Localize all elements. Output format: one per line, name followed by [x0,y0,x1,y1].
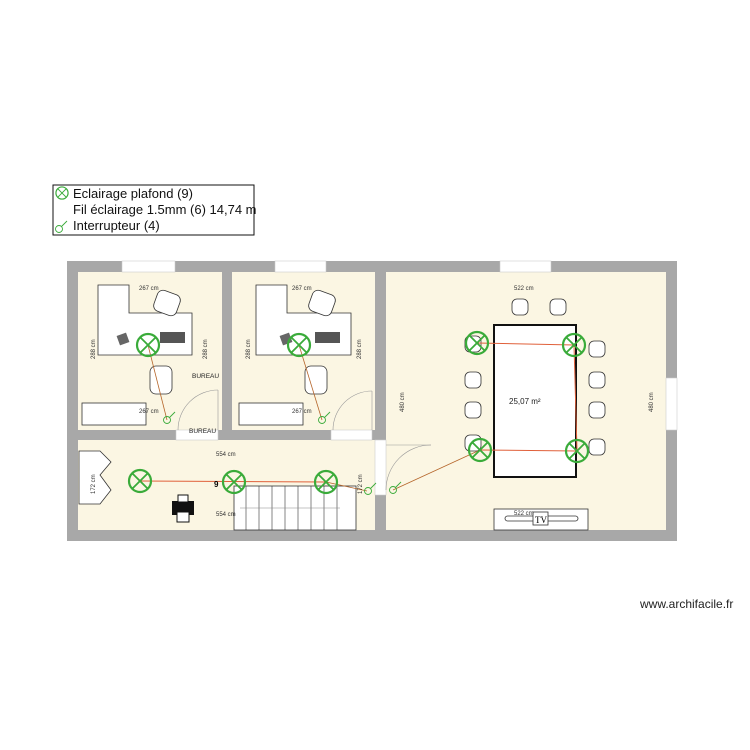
dim-office2-bottom: 267 cm [292,409,312,415]
dim-hall-bottom: 554 cm [216,512,236,518]
dimensions: 267 cm 267 cm 288 cm 288 cm BUREAU BUREA… [91,286,655,518]
door-label-bureau: BUREAU [189,428,216,435]
legend-item-switch: Interrupteur (4) [73,218,160,233]
dim-office1-left: 288 cm [91,339,97,359]
meeting-furniture: TV [464,298,606,531]
doors [177,389,432,491]
wire-count-label: 9 [214,480,219,489]
dim-office1-right: 288 cm [203,339,209,359]
dim-office1-bottom: 267 cm [139,409,159,415]
dim-meeting-right: 480 cm [649,392,655,412]
legend: Eclairage plafond (9) Fil éclairage 1.5m… [52,184,257,236]
dim-office2-left: 288 cm [246,339,252,359]
room-area-label: 25,07 m² [509,397,541,406]
hall-furniture [78,450,357,531]
tv-label: TV [535,515,547,525]
dim-office2-right: 288 cm [357,339,363,359]
watermark-credit: www.archifacile.fr [640,597,734,611]
dim-meeting-left: 480 cm [400,392,406,412]
dim-office1-top: 267 cm [139,286,159,292]
dim-meeting-bottom: 522 cm [514,511,534,517]
windows [121,260,678,496]
dim-meeting-top: 522 cm [514,286,534,292]
printer-icon [172,494,194,523]
legend-item-wire: Fil éclairage 1.5mm (6) 14,74 m [73,202,257,217]
dim-hall-right: 172 cm [358,474,364,494]
lighting-wires [139,342,578,492]
dim-office2-top: 267 cm [292,286,312,292]
office-2-furniture [238,284,352,426]
legend-item-light: Eclairage plafond (9) [73,186,193,201]
room-label-bureau: BUREAU [192,373,219,380]
dim-hall-top: 554 cm [216,452,236,458]
dim-hall-left: 172 cm [91,474,97,494]
